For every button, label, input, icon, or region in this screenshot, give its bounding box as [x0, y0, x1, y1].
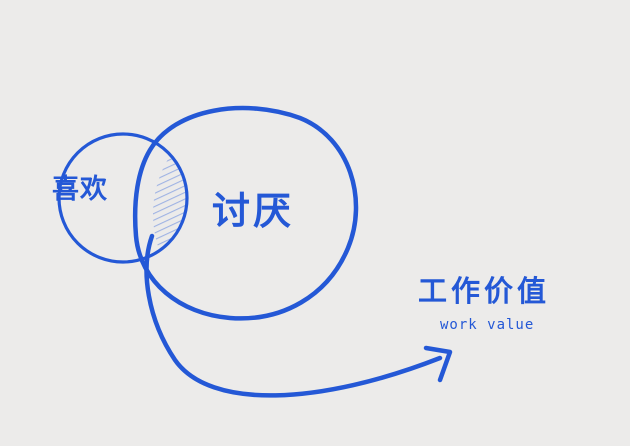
label-like: 喜欢 [52, 174, 108, 205]
dislike-circle [132, 105, 359, 321]
label-work-value-en: work value [440, 317, 535, 333]
flow-arrow [144, 233, 443, 398]
label-work-value-cn: 工作价值 [418, 274, 551, 308]
arrow-head [423, 345, 453, 383]
label-dislike: 讨厌 [212, 189, 295, 233]
like-circle [57, 132, 189, 264]
